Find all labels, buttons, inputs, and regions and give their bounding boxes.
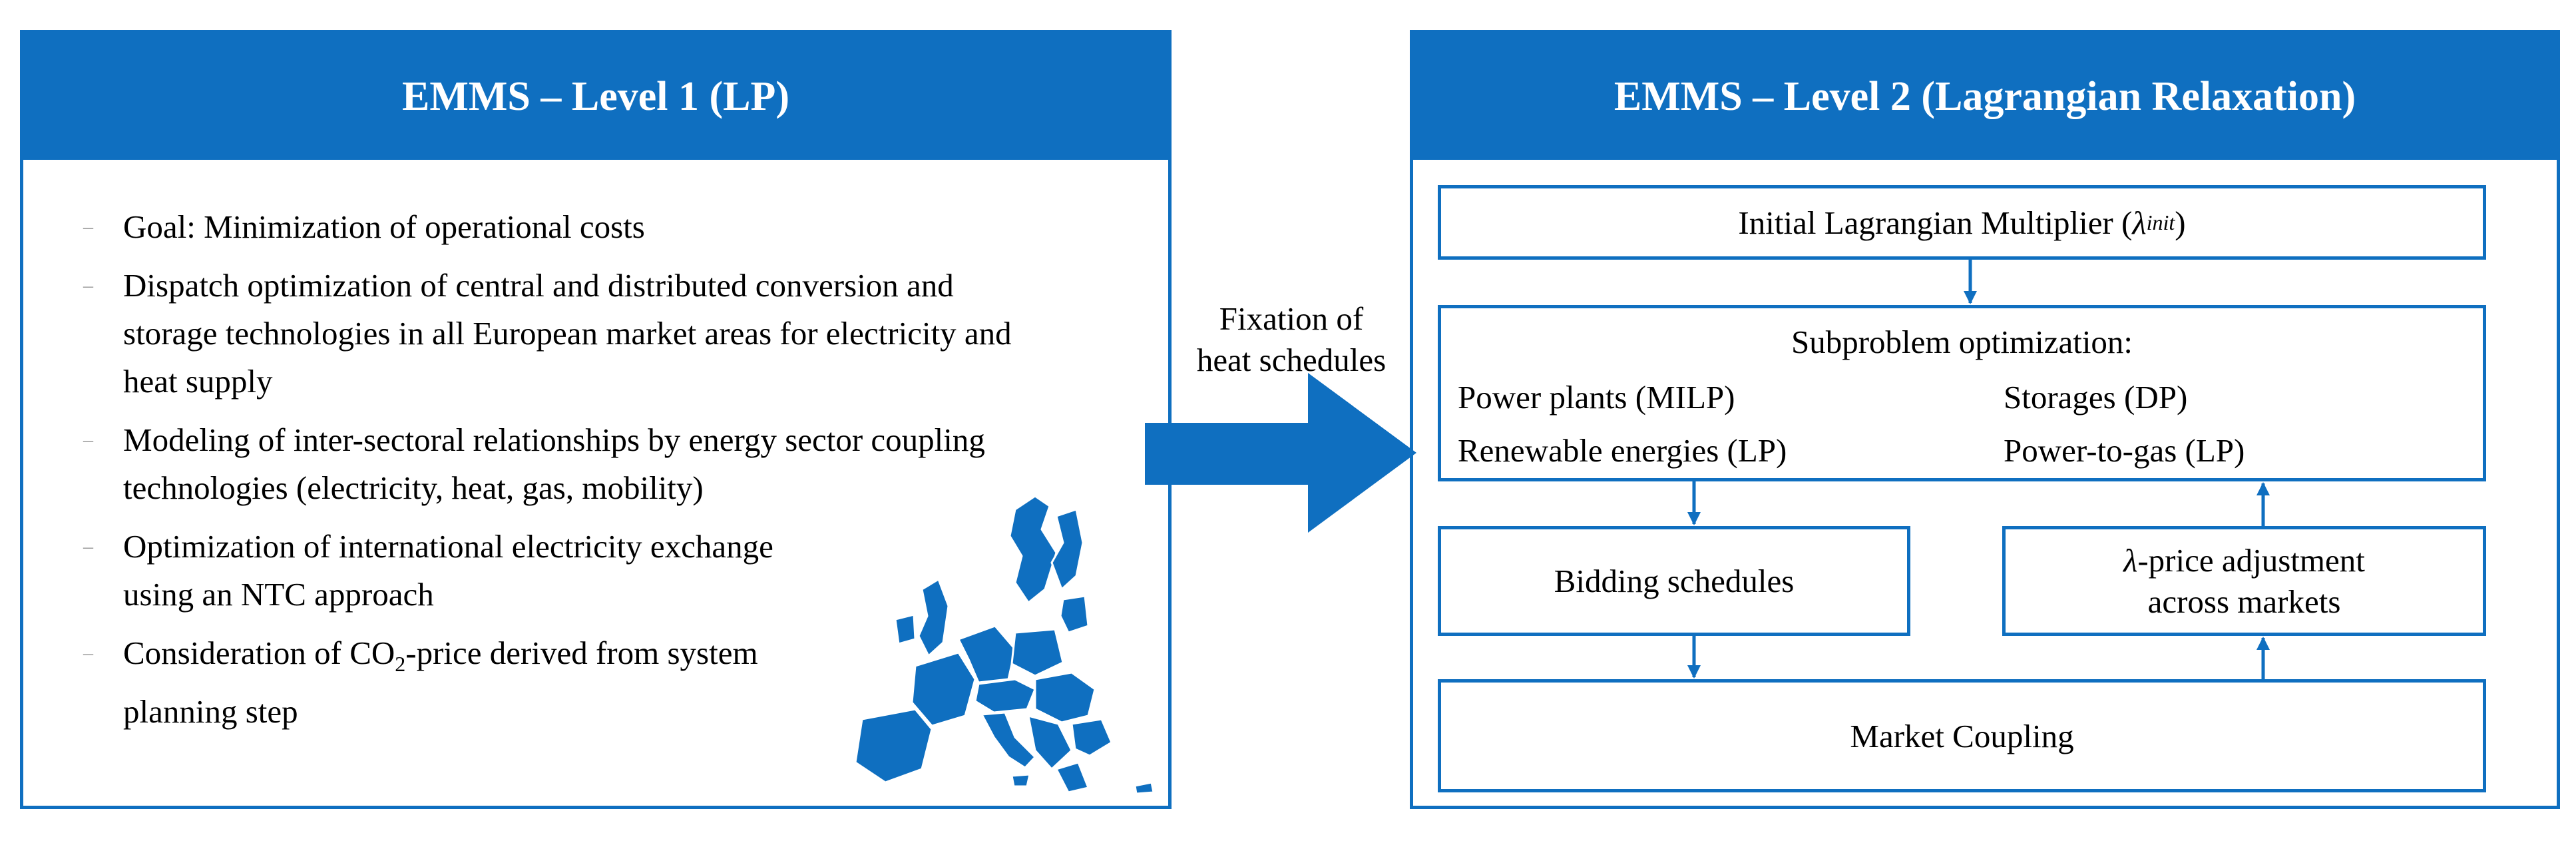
bullet-optimization: – Optimization of international electric… [83,523,1148,619]
fixation-heat-schedules-label: Fixation of heat schedules [1196,300,1387,378]
level1-bullet-list: – Goal: Minimization of operational cost… [83,203,1148,746]
init-superscript: init [2146,210,2175,234]
bidding-schedules-box: Bidding schedules [1438,526,1910,636]
level2-title: EMMS – Level 2 (Lagrangian Relaxation) [1413,33,2557,160]
subproblem-item-power-to-gas: Power-to-gas (LP) [2004,432,2245,469]
initial-multiplier-text: Initial Lagrangian Multiplier ( [1738,204,2133,241]
bullet-modeling: – Modeling of inter-sectoral relationshi… [83,416,1148,512]
market-coupling-box: Market Coupling [1438,679,2486,792]
level1-panel: EMMS – Level 1 (LP) – Goal: Minimization… [20,30,1172,809]
europe-map-icon [854,495,1155,795]
subproblem-item-power-plants: Power plants (MILP) [1458,379,1735,416]
lambda-symbol: λ [2123,541,2138,579]
bullet-dash: – [83,216,93,238]
subproblem-item-storages: Storages (DP) [2004,379,2188,416]
bullet-dash: – [83,429,93,451]
subproblem-title: Subproblem optimization: [1791,324,2133,360]
bullet-dash: – [83,274,93,296]
level1-title: EMMS – Level 1 (LP) [23,33,1168,160]
bullet-dash: – [83,642,93,664]
lambda-symbol: λ [2132,204,2147,241]
bullet-co2: – Consideration of CO2-price derived fro… [83,629,1148,736]
price-adjustment-box: λ-price adjustment across markets [2002,526,2486,636]
big-right-arrow-icon [1145,373,1416,533]
bullet-dispatch: – Dispatch optimization of central and d… [83,262,1148,406]
subproblem-item-renewables: Renewable energies (LP) [1458,432,1787,469]
bullet-goal: – Goal: Minimization of operational cost… [83,203,1148,251]
bullet-dash: – [83,535,93,557]
subproblem-optimization-box: Subproblem optimization: Power plants (M… [1438,305,2486,481]
